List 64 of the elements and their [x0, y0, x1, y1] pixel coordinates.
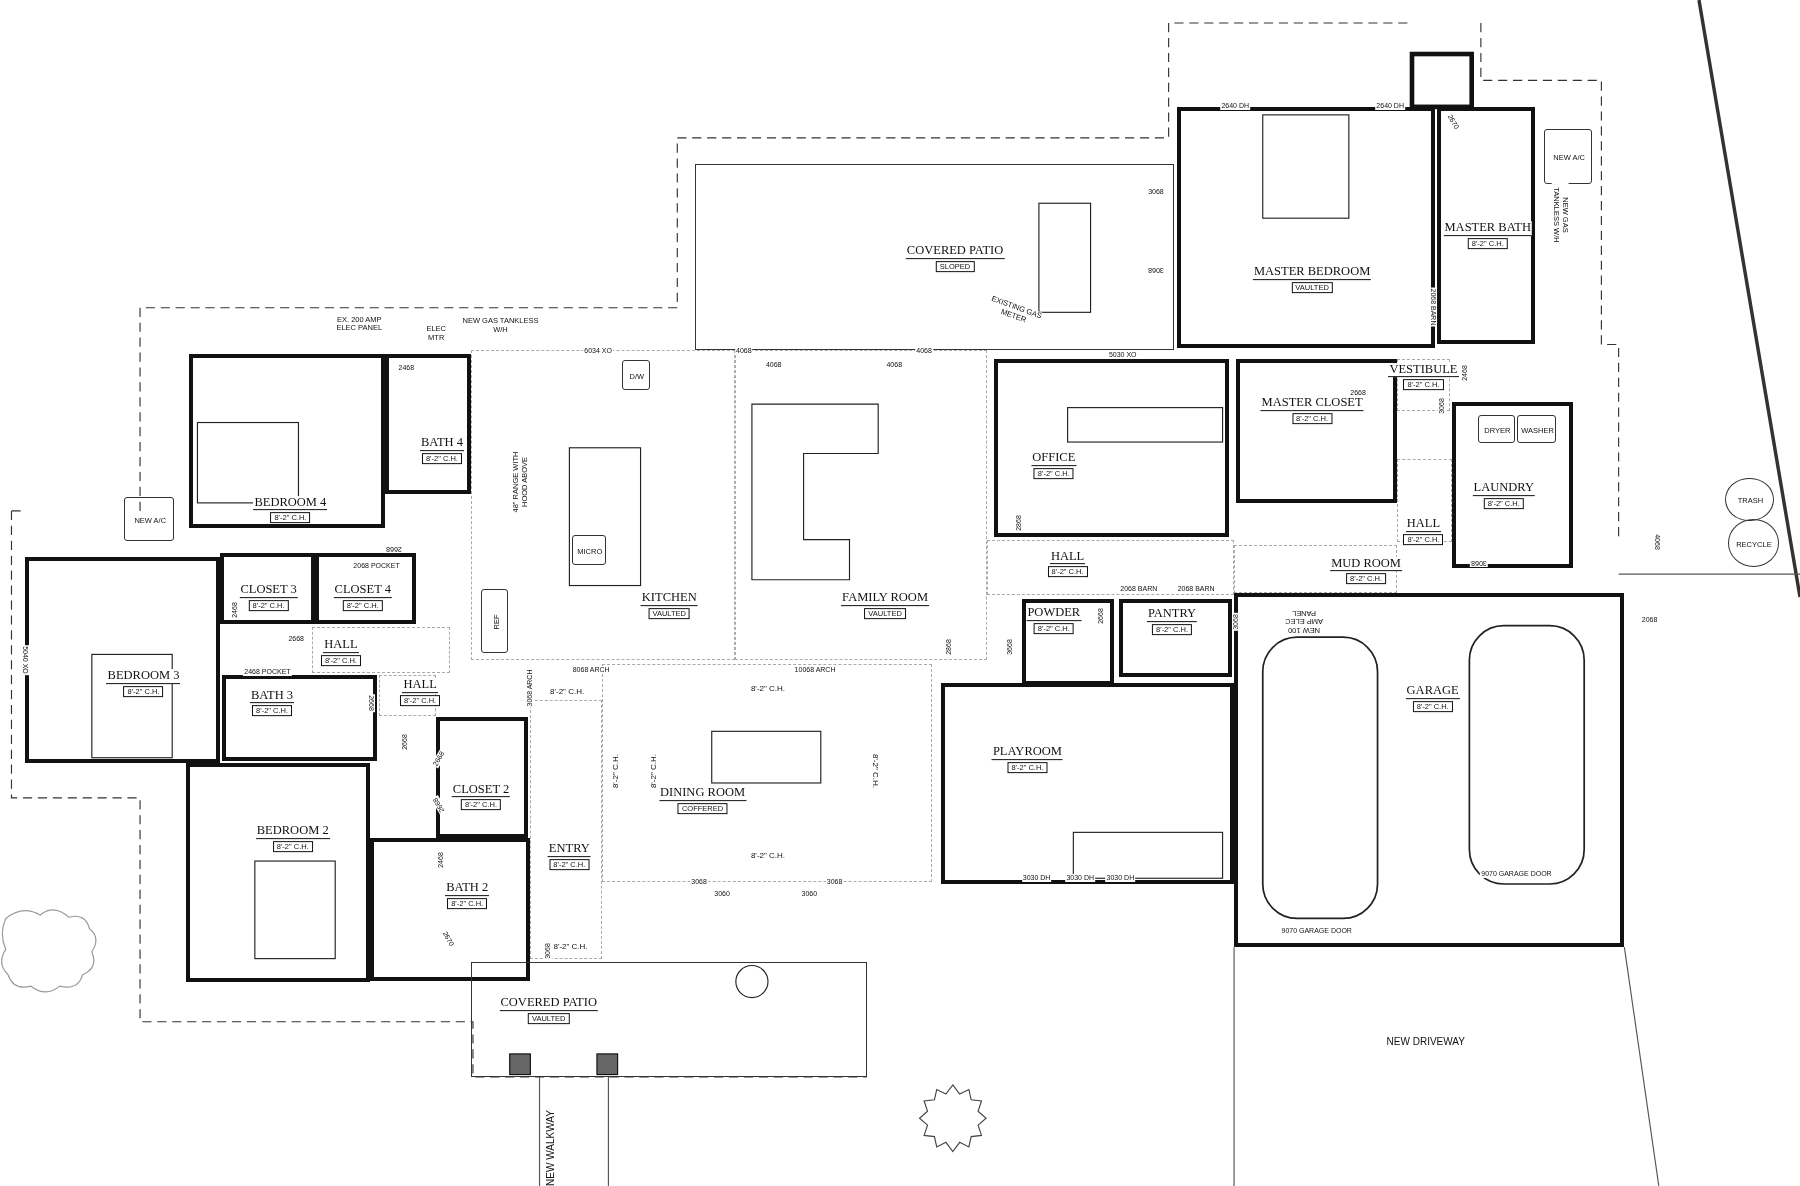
- room-name: BEDROOM 4: [253, 495, 328, 511]
- room-name: HALL: [323, 638, 359, 653]
- room-name: BEDROOM 2: [255, 824, 330, 839]
- room-name: KITCHEN: [640, 591, 698, 606]
- room-area: [378, 675, 437, 717]
- room-outline: [185, 763, 370, 982]
- ceiling-height-note: 8'-2" C.H.: [549, 687, 586, 697]
- ceiling-height-note: 8'-2" C.H.: [649, 753, 659, 790]
- room-name: BATH 3: [250, 688, 295, 704]
- room-outline: [220, 553, 315, 625]
- room-outline: [941, 683, 1235, 884]
- room-name: MASTER BEDROOM: [1252, 265, 1372, 280]
- ceiling-height-note: 8'-2" C.H.: [749, 684, 787, 694]
- room-outline: [1176, 106, 1435, 348]
- room-name: FAMILY ROOM: [841, 591, 929, 606]
- room-name: HALL: [1049, 549, 1086, 565]
- room-outline: [25, 556, 221, 764]
- room-outline: [1021, 599, 1114, 686]
- room-name: PANTRY: [1146, 607, 1198, 622]
- room-outline: [221, 675, 377, 762]
- room-name: BEDROOM 3: [106, 669, 181, 684]
- room-area: [312, 626, 450, 673]
- appliance-box: [480, 588, 509, 654]
- room-name: COVERED PATIO: [499, 996, 598, 1012]
- room-name: CLOSET 4: [333, 583, 392, 598]
- room-outline: [314, 553, 416, 625]
- room-name: MUD ROOM: [1330, 556, 1402, 572]
- appliance-box: [123, 497, 175, 541]
- area-note: NEW WALKWAY: [545, 1109, 557, 1186]
- room-name: COVERED PATIO: [905, 244, 1005, 260]
- room-name: VESTIBULE: [1388, 362, 1459, 378]
- room-outline: [1234, 593, 1625, 948]
- room-name: OFFICE: [1031, 451, 1077, 466]
- room-name: CLOSET 3: [239, 583, 298, 598]
- appliance-box: [622, 360, 650, 391]
- appliance-box: [571, 534, 606, 565]
- room-name: HALL: [402, 678, 438, 694]
- room-name: POWDER: [1026, 606, 1082, 621]
- bin-circle: [1727, 518, 1780, 568]
- room-name: DINING ROOM: [659, 786, 747, 801]
- appliance-box: [1517, 414, 1556, 443]
- room-outline: [1119, 599, 1232, 678]
- room-outline: [369, 838, 531, 982]
- room-name: BATH 4: [419, 436, 464, 451]
- room-name: BATH 2: [445, 881, 490, 897]
- room-outline: [1452, 401, 1573, 569]
- room-outline: [994, 359, 1230, 538]
- room-outline: [189, 353, 385, 529]
- patio-area: [470, 962, 867, 1077]
- room-name: HALL: [1405, 517, 1442, 533]
- room-name: MASTER CLOSET: [1260, 395, 1364, 411]
- room-area: [1397, 459, 1453, 542]
- room-name: LAUNDRY: [1472, 480, 1535, 496]
- ceiling-height-note: 8'-2" C.H.: [870, 753, 880, 790]
- room-outline: [384, 353, 471, 494]
- room-name: CLOSET 2: [451, 782, 511, 798]
- room-name: ENTRY: [547, 842, 591, 858]
- ceiling-height-note: 8'-2" C.H.: [749, 851, 787, 861]
- room-name: GARAGE: [1405, 684, 1460, 699]
- appliance-box: [1477, 414, 1515, 443]
- room-outline: [1437, 106, 1535, 345]
- room-name: PLAYROOM: [991, 744, 1063, 760]
- room-name: MASTER BATH: [1443, 221, 1532, 237]
- ceiling-height-note: 8'-2" C.H.: [552, 942, 589, 952]
